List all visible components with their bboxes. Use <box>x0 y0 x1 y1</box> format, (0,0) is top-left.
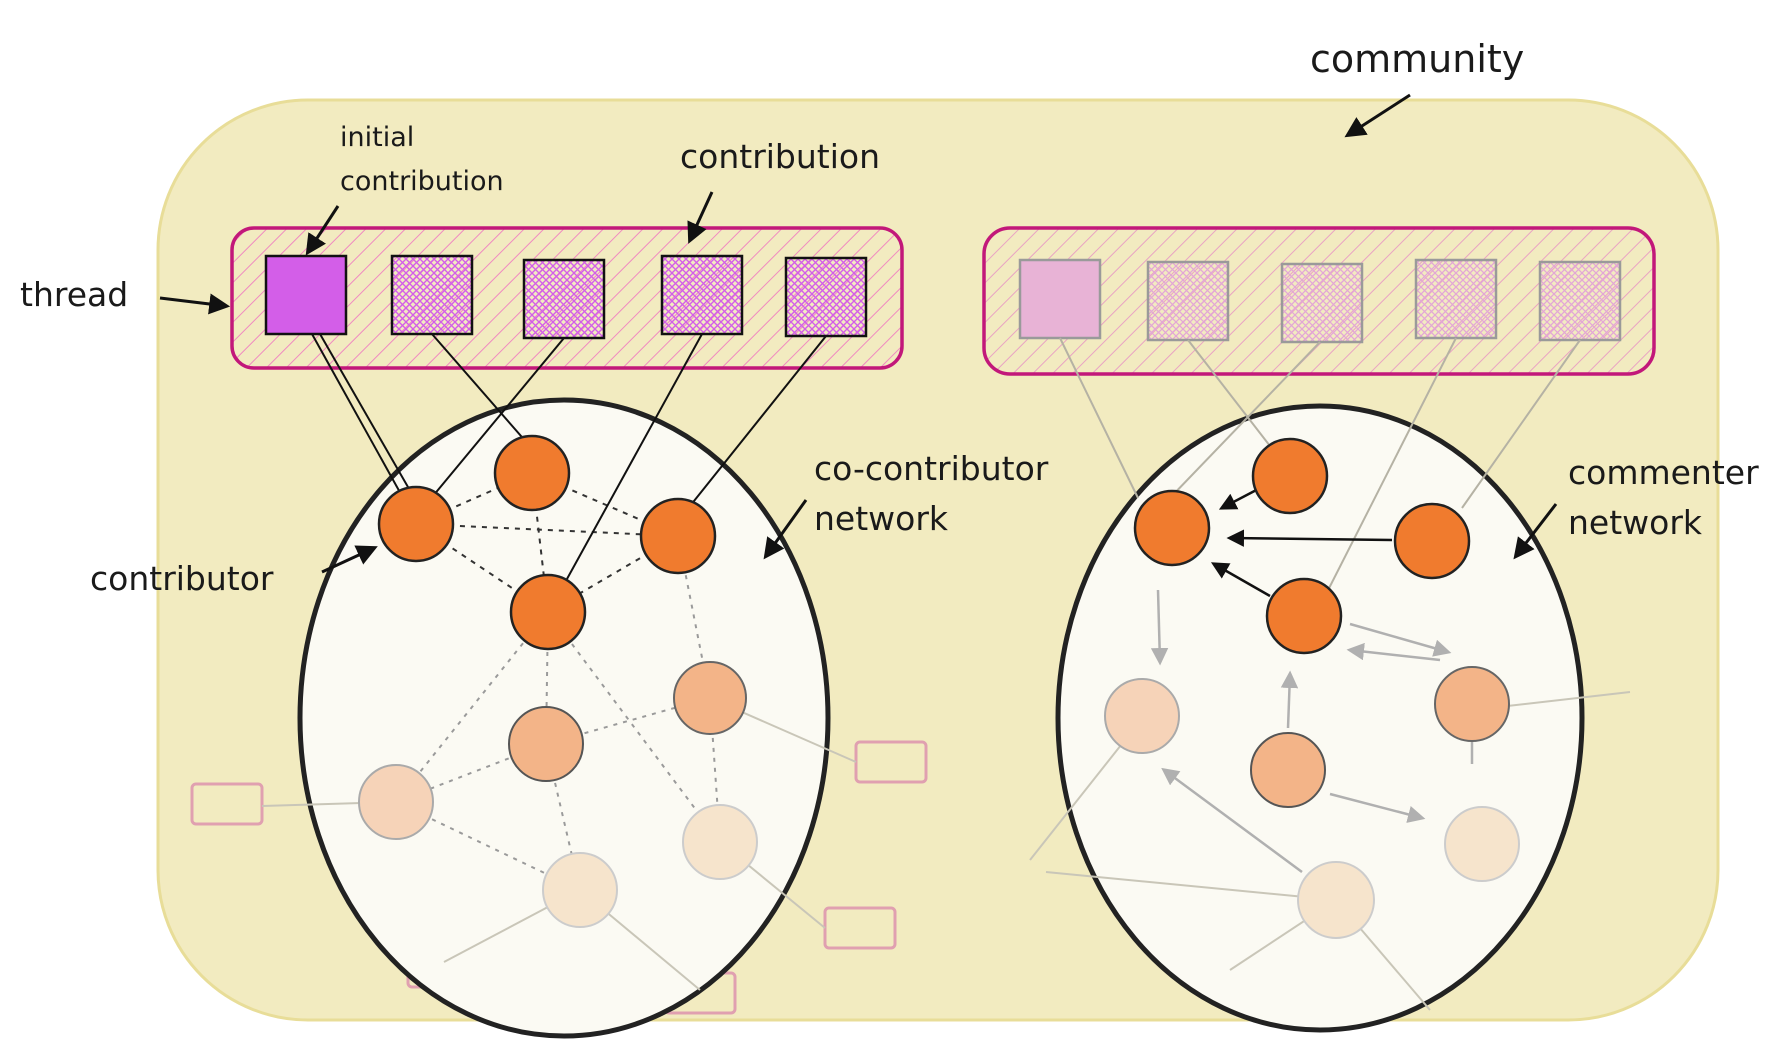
community-label: community <box>1310 37 1524 81</box>
contributor-node <box>377 485 455 563</box>
initial-contribution-label: contribution <box>340 166 504 197</box>
contribution-arrow <box>687 191 714 244</box>
commenter-nodes <box>1133 437 1471 655</box>
contribution-box <box>784 256 868 338</box>
commenter-node <box>1265 577 1343 655</box>
contribution-box <box>390 254 474 336</box>
faded-nodes-right <box>1104 666 1520 939</box>
grey-arrows-right <box>1150 589 1481 874</box>
faded-thread-links-right <box>1059 337 1581 607</box>
co-contributor-network-arrow <box>763 499 808 560</box>
commenter-node <box>1133 489 1211 567</box>
contributor-node <box>509 573 587 651</box>
faded-contribution-boxes <box>1018 258 1622 344</box>
faded-nodes-left <box>358 661 758 928</box>
contributor-arrow <box>321 545 378 574</box>
contributor-node <box>493 434 571 512</box>
contribution-label: contribution <box>680 137 880 176</box>
contributor-node <box>639 497 717 575</box>
initial-contribution-box <box>264 254 348 336</box>
contribution-box <box>522 258 606 340</box>
thread-label: thread <box>20 275 128 314</box>
commenter-node <box>1393 502 1471 580</box>
commenter-network-label: network <box>1568 503 1703 542</box>
thread-arrow <box>159 293 231 315</box>
commenter-node <box>1251 437 1329 515</box>
contributor-label: contributor <box>90 559 274 598</box>
commenter-network-label: commenter <box>1568 453 1759 492</box>
contribution-links-left <box>311 333 827 589</box>
community-arrow <box>1344 93 1411 138</box>
contributor-nodes <box>377 434 717 651</box>
commenter-network-arrow <box>1513 503 1558 560</box>
co-contributor-network-label: network <box>814 499 949 538</box>
initial-contribution-arrow <box>305 205 340 256</box>
contribution-box <box>660 254 744 336</box>
co-contributor-network-label: co-contributor <box>814 449 1049 488</box>
initial-contribution-label: initial <box>340 122 414 153</box>
